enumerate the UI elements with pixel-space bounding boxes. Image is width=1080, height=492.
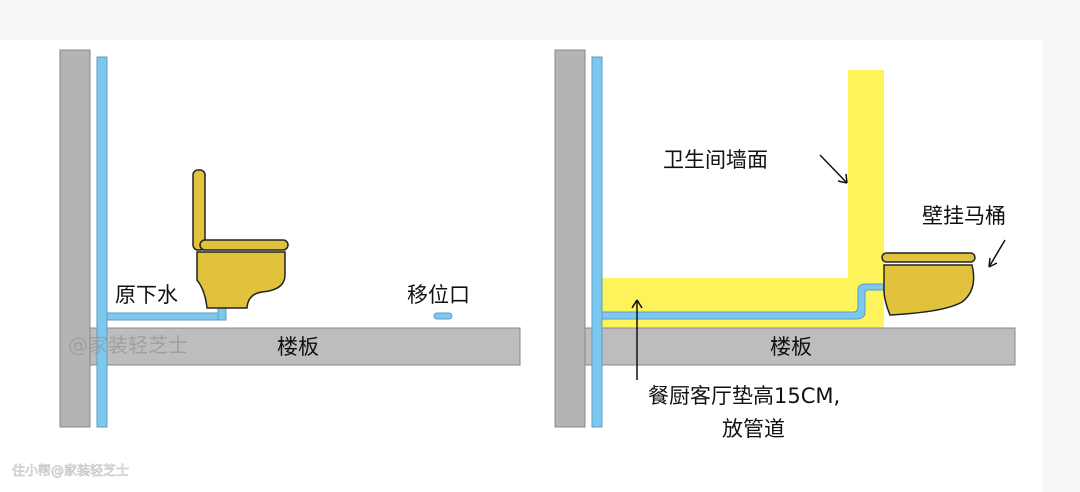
horizontal-drain-pipe: [106, 312, 227, 321]
footer-watermark: 住小帮@家装轻芝士: [12, 463, 129, 479]
watermark: @家装轻芝士: [68, 333, 188, 357]
wall: [554, 49, 586, 428]
vertical-drain-pipe: [591, 56, 603, 428]
vertical-drain-pipe: [96, 56, 108, 428]
raised-floor-label-line2: 放管道: [722, 417, 785, 441]
right-panel: 卫生间墙面 壁挂马桶 楼板 餐厨客厅垫高15CM, 放管道: [554, 49, 1016, 441]
floor-slab: [584, 327, 1016, 366]
original-drain-label: 原下水: [115, 283, 178, 307]
wall: [59, 49, 91, 428]
bathroom-wall-label: 卫生间墙面: [663, 148, 768, 172]
floor-slab-label: 楼板: [277, 335, 319, 359]
arrow-icon: [988, 239, 1006, 268]
wall-hung-toilet: [881, 252, 976, 316]
floor-slab: [89, 327, 521, 366]
floor-toilet: [192, 169, 289, 309]
raised-floor: [602, 278, 884, 328]
wall-hung-toilet-label: 壁挂马桶: [922, 204, 1006, 228]
floor-slab-label: 楼板: [770, 335, 812, 359]
relocated-outlet-label: 移位口: [407, 283, 470, 307]
left-panel: 原下水 移位口 楼板 @家装轻芝士: [59, 49, 521, 428]
arrow-icon: [819, 154, 848, 184]
arrow-icon: [631, 299, 643, 380]
raised-floor-label-line1: 餐厨客厅垫高15CM,: [648, 384, 840, 408]
relocated-outlet: [433, 312, 453, 320]
